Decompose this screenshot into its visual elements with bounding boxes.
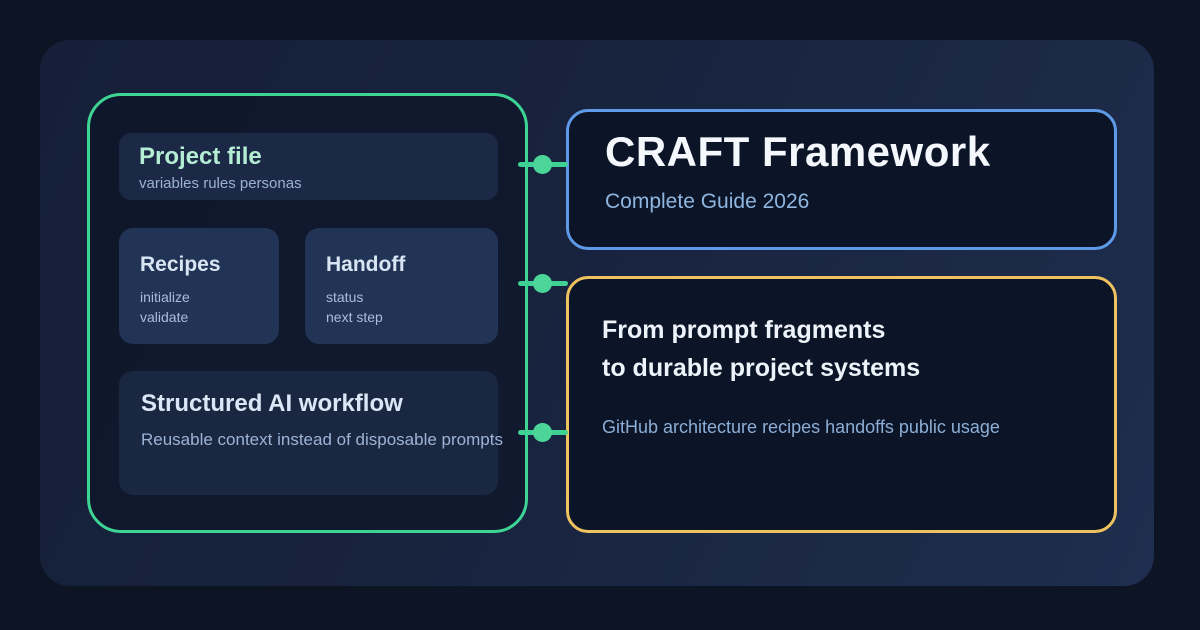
- recipes-item: initialize: [140, 289, 190, 306]
- handoff-card: Handoff status next step: [305, 228, 498, 344]
- connector-dot-bottom: [533, 423, 552, 442]
- summary-box: From prompt fragments to durable project…: [566, 276, 1117, 533]
- handoff-item: next step: [326, 309, 383, 326]
- connector-dot-top: [533, 155, 552, 174]
- project-file-tags: variables rules personas: [139, 174, 302, 192]
- handoff-title: Handoff: [326, 253, 406, 276]
- framework-subtitle: Complete Guide 2026: [605, 190, 810, 214]
- project-file-card: Project file variables rules personas: [119, 133, 498, 200]
- recipes-items: initialize validate: [140, 287, 258, 327]
- project-file-title: Project file: [139, 143, 262, 170]
- handoff-item: status: [326, 289, 364, 306]
- connector-dot-middle: [533, 274, 552, 293]
- handoff-items: status next step: [326, 287, 477, 327]
- recipes-item: validate: [140, 309, 189, 326]
- framework-title: CRAFT Framework: [605, 128, 991, 175]
- framework-title-box: CRAFT Framework Complete Guide 2026: [566, 109, 1117, 250]
- summary-title-line1: From prompt fragments: [602, 316, 886, 344]
- workflow-summary-title: Structured AI workflow: [141, 390, 403, 417]
- workflow-summary-subtitle: Reusable context instead of disposable p…: [141, 430, 503, 449]
- workflow-panel: Project file variables rules personas Re…: [87, 93, 528, 533]
- recipes-card: Recipes initialize validate: [119, 228, 279, 344]
- summary-tags: GitHub architecture recipes handoffs pub…: [602, 417, 1000, 437]
- summary-title-line2: to durable project systems: [602, 354, 921, 382]
- workflow-summary-card: Structured AI workflow Reusable context …: [119, 371, 503, 495]
- recipes-title: Recipes: [140, 253, 221, 276]
